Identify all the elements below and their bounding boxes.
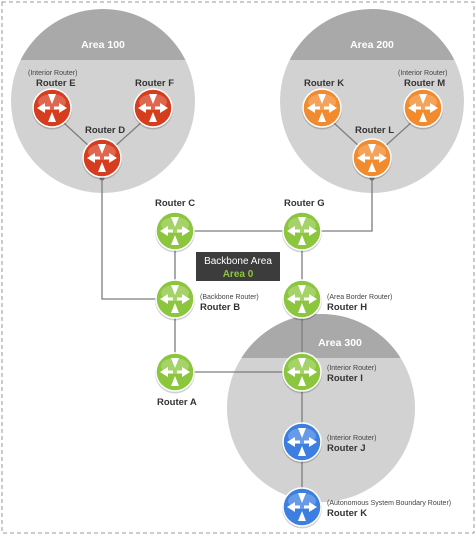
router-k-area300-name: Router K — [327, 508, 367, 519]
router-routerE-icon[interactable] — [32, 88, 72, 130]
router-h-role: (Area Border Router) — [327, 294, 392, 301]
link-l-g — [299, 175, 375, 234]
router-e-role: (Interior Router) — [28, 70, 77, 77]
router-j-name: Router J — [327, 443, 366, 454]
area-300-title: Area 300 — [318, 337, 362, 349]
area-200-title: Area 200 — [350, 39, 394, 51]
router-routerG-icon[interactable] — [282, 211, 322, 253]
router-routerH-icon[interactable] — [282, 279, 322, 321]
router-routerD-icon[interactable] — [82, 138, 122, 180]
router-k-area300-role: (Autonomous System Boundary Router) — [327, 500, 451, 507]
router-f-name: Router F — [135, 78, 174, 89]
router-routerI-icon[interactable] — [282, 352, 322, 394]
router-h-name: Router H — [327, 302, 367, 313]
router-m-name: Router M — [404, 78, 445, 89]
router-routerA-icon[interactable] — [155, 352, 195, 394]
area-300: Area 300 — [227, 314, 415, 502]
backbone-title: Backbone Area — [204, 256, 272, 267]
router-i-role: (Interior Router) — [327, 365, 376, 372]
router-l-name: Router L — [355, 125, 394, 136]
router-routerC-icon[interactable] — [155, 211, 195, 253]
router-routerJ-icon[interactable] — [282, 422, 322, 464]
router-j-role: (Interior Router) — [327, 435, 376, 442]
router-e-name: Router E — [36, 78, 76, 89]
backbone-area-label: Backbone Area Area 0 — [196, 252, 280, 281]
router-d-name: Router D — [85, 125, 125, 136]
router-labels: (Interior Router) Router E Router F Rout… — [28, 70, 451, 519]
router-routerF-icon[interactable] — [133, 88, 173, 130]
router-routerK200-icon[interactable] — [302, 88, 342, 130]
router-g-name: Router G — [284, 198, 325, 209]
area-100-title: Area 100 — [81, 39, 125, 51]
backbone-sub: Area 0 — [223, 269, 254, 280]
routers — [32, 88, 443, 529]
link-d-b — [99, 175, 178, 302]
router-routerL-icon[interactable] — [352, 138, 392, 180]
router-i-name: Router I — [327, 373, 363, 384]
router-a-name: Router A — [157, 397, 197, 408]
router-routerM-icon[interactable] — [403, 88, 443, 130]
router-routerK300-icon[interactable] — [282, 487, 322, 529]
router-b-name: Router B — [200, 302, 240, 313]
router-routerB-icon[interactable] — [155, 279, 195, 321]
router-c-name: Router C — [155, 198, 195, 209]
router-k-area200-name: Router K — [304, 78, 344, 89]
router-m-role: (Interior Router) — [398, 70, 447, 77]
router-b-role: (Backbone Router) — [200, 294, 259, 301]
